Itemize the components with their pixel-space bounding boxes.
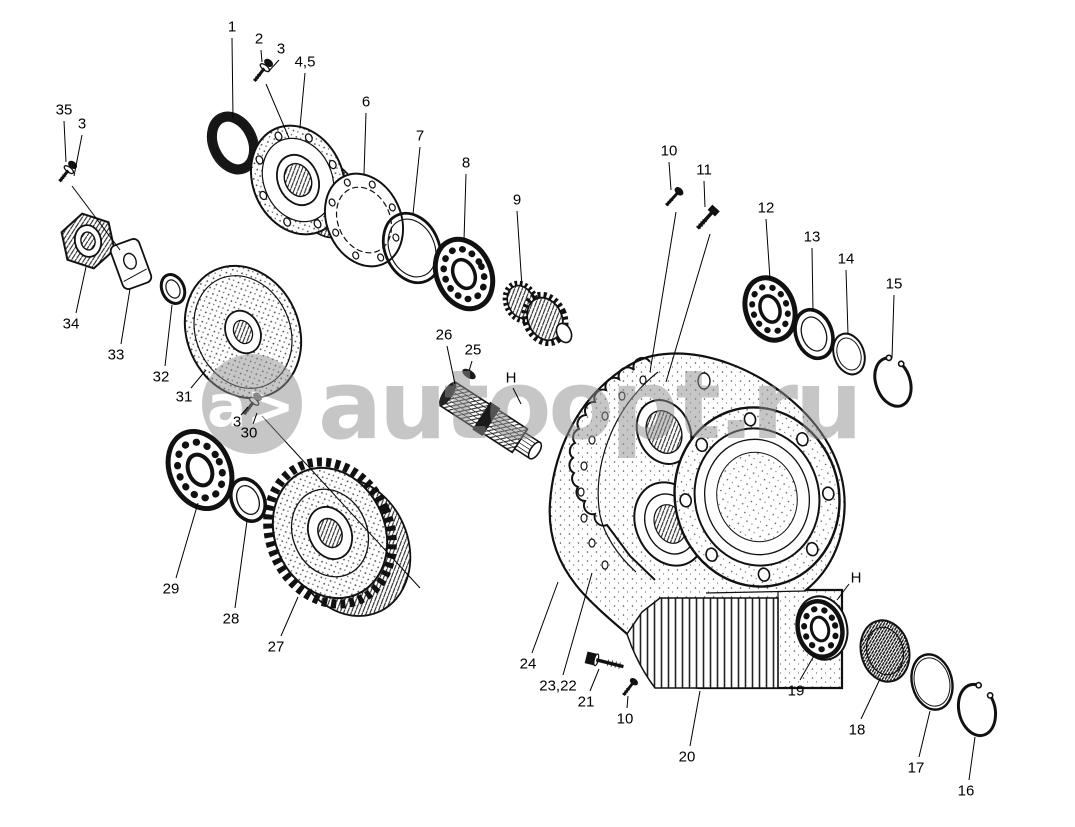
part-13-ring — [793, 307, 835, 361]
part-19-ball-bearing — [795, 599, 845, 659]
callout-label-21: 21 — [577, 693, 595, 711]
part-9-gear-shaft — [502, 280, 573, 347]
callout-label-3: 3 — [232, 413, 242, 431]
callout-label-19: 19 — [787, 682, 805, 700]
bolt-10-upper — [665, 187, 684, 207]
watermark-logo-text: a> — [207, 372, 295, 440]
part-16-snap-ring — [956, 681, 998, 738]
callout-label-32: 32 — [152, 368, 170, 386]
part-32-washer — [159, 273, 187, 305]
part-20-housing — [548, 352, 849, 690]
part-29-ball-bearing — [165, 428, 235, 512]
part-25-key — [462, 368, 476, 380]
callout-label-35: 35 — [55, 101, 73, 119]
callout-label-3: 3 — [77, 115, 87, 133]
watermark-logo-circle — [202, 354, 302, 454]
part-4-5-hub-flange — [250, 124, 346, 236]
callout-label-27: 27 — [267, 638, 285, 656]
callout-label-H: H — [850, 569, 862, 587]
callout-label-8: 8 — [461, 154, 471, 172]
bolt-21 — [584, 651, 624, 669]
part-26-splined-shaft — [439, 381, 543, 460]
callout-label-26: 26 — [435, 326, 453, 344]
callout-label-14: 14 — [837, 250, 855, 268]
callout-label-15: 15 — [885, 275, 903, 293]
callout-label-18: 18 — [848, 721, 866, 739]
part-14-ring — [832, 332, 866, 376]
part-33-lock-plate — [109, 238, 153, 290]
part-34-nut — [60, 212, 116, 270]
housing-upper-bore — [635, 399, 693, 465]
callout-label-H: H — [505, 369, 517, 387]
part-27-gear — [263, 457, 397, 609]
callout-label-20: 20 — [678, 748, 696, 766]
callout-label-25: 25 — [464, 341, 482, 359]
part-12-ball-bearing — [742, 275, 798, 343]
part-28-spacer-ring — [229, 477, 267, 523]
callout-label-1: 1 — [227, 18, 237, 36]
callout-label-23-22: 23,22 — [539, 677, 577, 695]
housing-scalloped-flange — [568, 356, 656, 581]
callout-label-3: 3 — [276, 40, 286, 58]
callout-label-10: 10 — [616, 710, 634, 728]
callout-label-6: 6 — [361, 93, 371, 111]
watermark: a> autoopt.ru — [202, 351, 863, 461]
callout-label-9: 9 — [512, 191, 522, 209]
callout-label-10: 10 — [660, 142, 678, 160]
construction-line-bolt11 — [665, 233, 711, 383]
part-7-ring — [381, 211, 443, 285]
callout-label-24: 24 — [519, 655, 537, 673]
callout-label-4-5: 4,5 — [294, 53, 316, 71]
bolt-2-with-washer-3 — [253, 58, 274, 82]
construction-line-bolt30 — [261, 415, 421, 589]
part-18-cap — [859, 619, 911, 683]
callout-label-17: 17 — [907, 759, 925, 777]
part-17-ring — [910, 653, 954, 711]
bolt-10-lower — [622, 677, 638, 696]
callout-label-29: 29 — [162, 580, 180, 598]
bolt-11 — [696, 204, 720, 230]
construction-line-bolt2 — [265, 83, 290, 139]
watermark-text: autoopt.ru — [318, 351, 860, 461]
housing-front-face — [673, 406, 841, 588]
callout-label-7: 7 — [415, 127, 425, 145]
part-15-snap-ring — [873, 354, 913, 408]
part-1-seal-ring — [206, 111, 260, 175]
part-8-ball-bearing — [432, 236, 496, 312]
construction-line-bolt10 — [649, 211, 677, 373]
bolt-35-with-washer-3 — [58, 160, 78, 183]
callout-label-31: 31 — [175, 388, 193, 406]
callout-label-2: 2 — [254, 30, 264, 48]
callout-label-16: 16 — [957, 782, 975, 800]
callout-label-12: 12 — [757, 199, 775, 217]
construction-line-bolt35 — [71, 185, 121, 251]
callout-label-34: 34 — [62, 315, 80, 333]
housing-rib-section — [626, 597, 779, 689]
callout-label-11: 11 — [696, 161, 712, 179]
callout-label-13: 13 — [803, 228, 821, 246]
callout-label-33: 33 — [107, 346, 125, 364]
callout-label-30: 30 — [240, 424, 258, 442]
callout-label-28: 28 — [222, 610, 240, 628]
